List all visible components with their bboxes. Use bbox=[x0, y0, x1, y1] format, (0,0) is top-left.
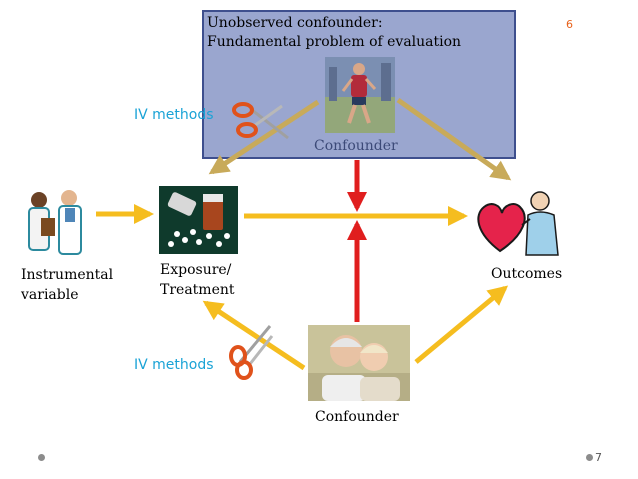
iv-methods-label-upper: IV methods bbox=[134, 107, 214, 123]
instrumental-variable-label: Instrumental variable bbox=[21, 265, 113, 305]
heart-doctor-image bbox=[470, 185, 564, 259]
confounder-bottom-label: Confounder bbox=[315, 409, 399, 425]
exposure-label-line1: Exposure/ bbox=[160, 262, 232, 278]
instrumental-label-line1: Instrumental bbox=[21, 267, 114, 283]
page-number-top: 6 bbox=[566, 18, 573, 31]
arrow-confounder-top-to-outcomes bbox=[396, 97, 512, 181]
page-number-bottom: 7 bbox=[595, 451, 602, 464]
scissors-icon bbox=[228, 322, 274, 380]
arrow-confounder-bottom-to-outcomes bbox=[414, 285, 509, 364]
scissors-icon bbox=[232, 100, 292, 144]
box-title-line2: Fundamental problem of evaluation bbox=[207, 34, 462, 50]
confounder-top-label: Confounder bbox=[314, 138, 398, 154]
footer-dot-right bbox=[586, 454, 593, 461]
box-title: Unobserved confounder: Fundamental probl… bbox=[207, 14, 461, 52]
footer-dot-left bbox=[38, 454, 45, 461]
doctors-image bbox=[17, 186, 91, 262]
pills-image bbox=[159, 186, 238, 254]
elderly-couple-image bbox=[308, 325, 410, 401]
outcomes-label: Outcomes bbox=[491, 266, 563, 282]
runner-image bbox=[325, 57, 395, 133]
exposure-label-line2: Treatment bbox=[160, 282, 235, 298]
instrumental-label-line2: variable bbox=[21, 287, 79, 303]
exposure-treatment-label: Exposure/ Treatment bbox=[160, 260, 235, 300]
arrow-confounder-top-to-exposure bbox=[208, 99, 320, 175]
box-title-line1: Unobserved confounder: bbox=[207, 15, 383, 31]
arrow-confounder-bottom-to-exposure bbox=[202, 300, 306, 371]
iv-methods-label-lower: IV methods bbox=[134, 357, 214, 373]
